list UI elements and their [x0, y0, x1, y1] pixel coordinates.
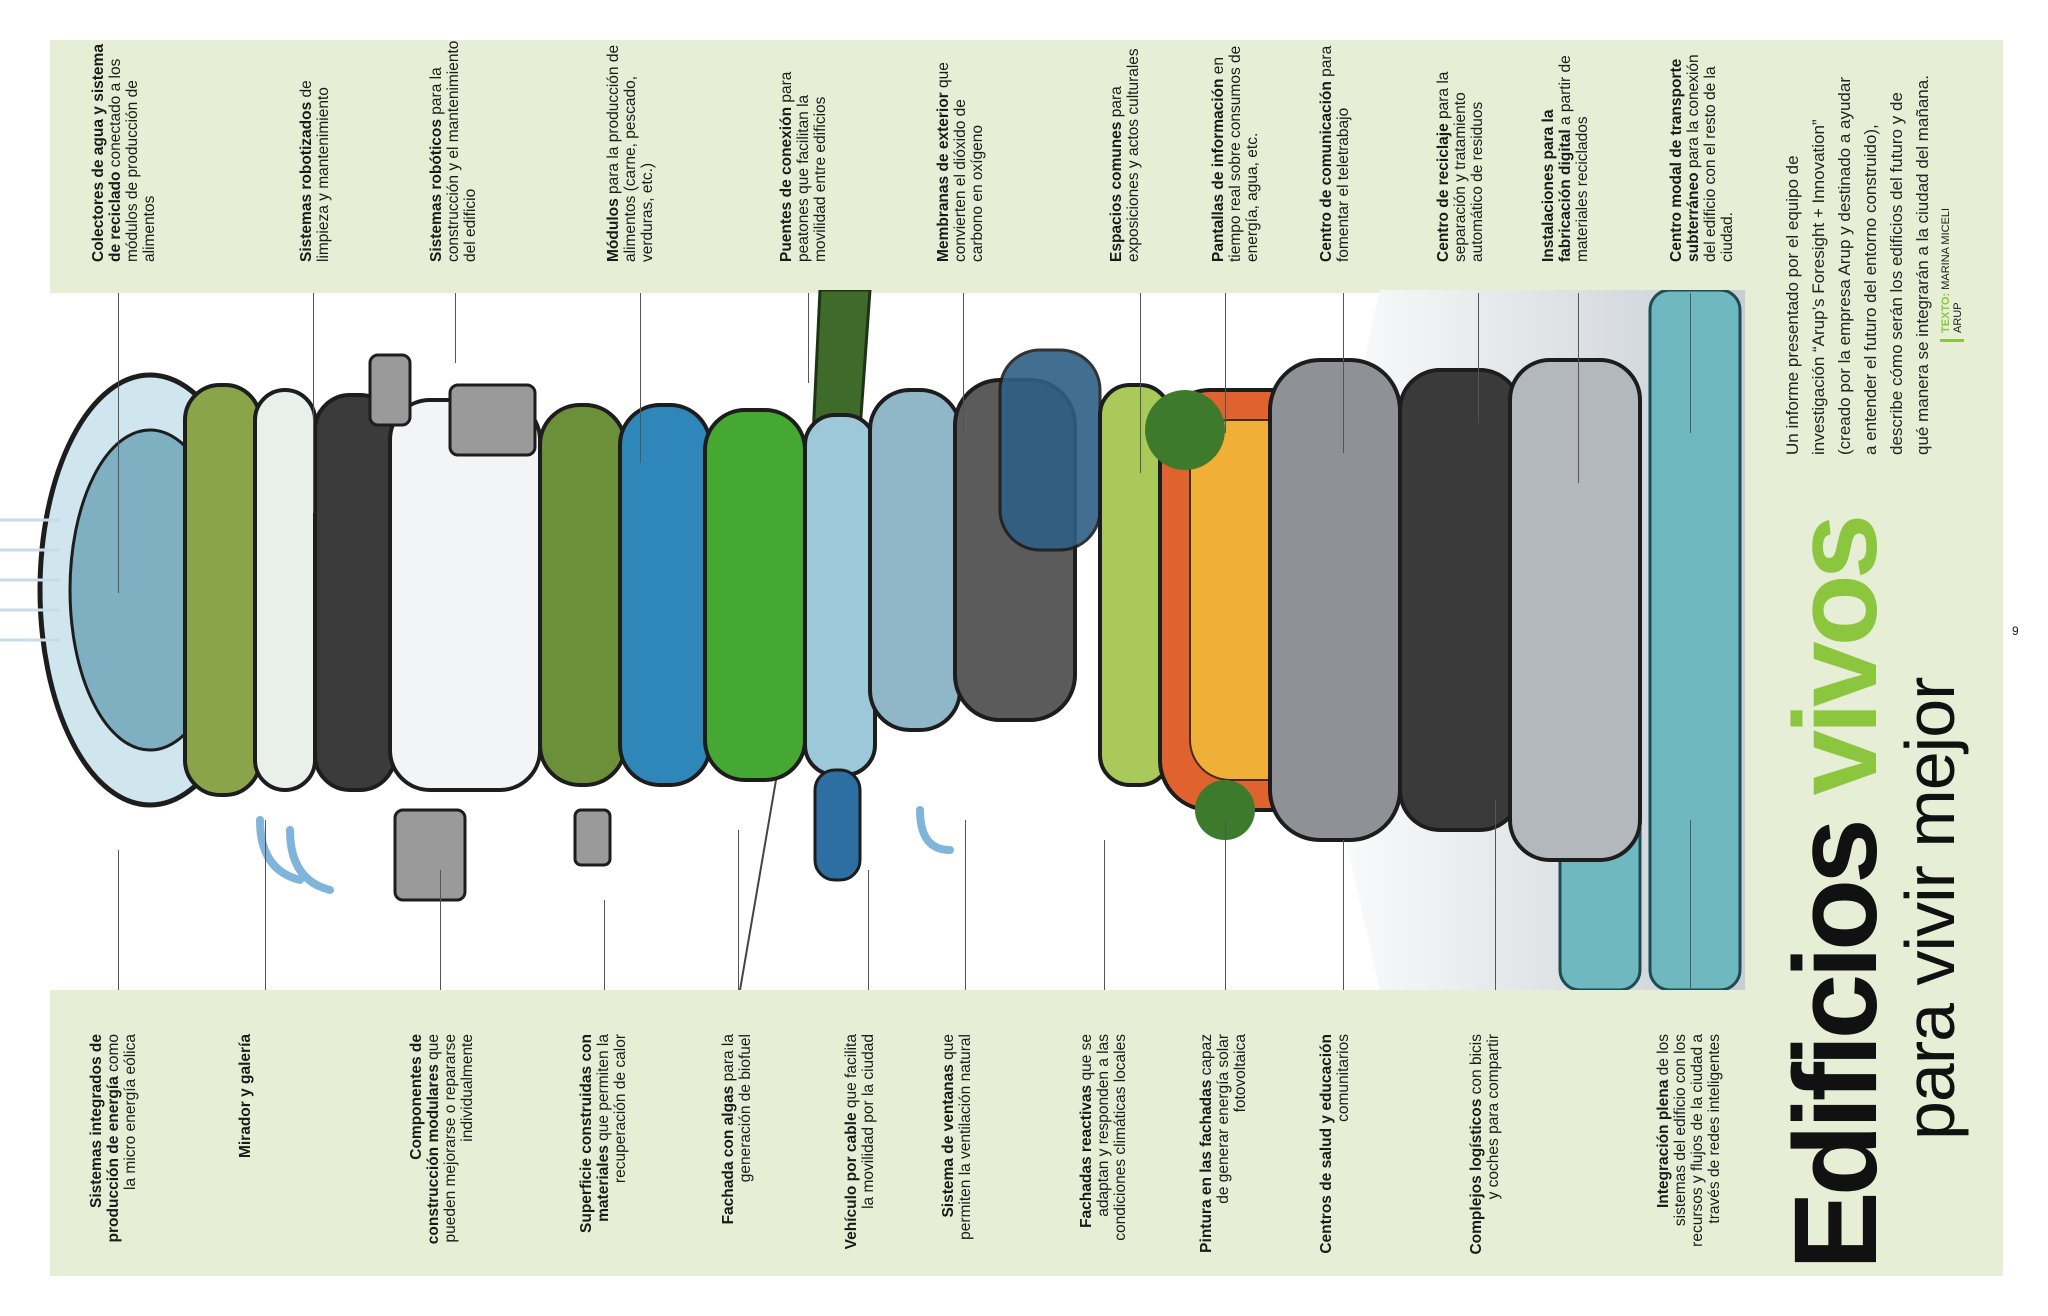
leader-line	[808, 293, 810, 383]
callout-window-system: Sistema de ventanas que permiten la vent…	[940, 1034, 974, 1240]
tree	[1145, 390, 1225, 470]
bottom-labels-panel	[50, 990, 2003, 1276]
callout-reactive-facades: Fachadas reactivas que se adaptan y resp…	[1078, 1034, 1129, 1241]
callout-algae-facade: Fachada con algas para la generación de …	[720, 1034, 754, 1225]
leader-line	[1495, 800, 1497, 990]
leader-line	[1690, 820, 1692, 990]
leader-line	[313, 293, 315, 513]
callout-common-spaces: Espacios comunes para exposiciones y act…	[1108, 48, 1142, 262]
callout-cleaning-robots: Sistemas robotizados de limpieza y mante…	[298, 80, 332, 262]
callout-health-education: Centros de salud y educación comunitario…	[1318, 1034, 1352, 1254]
callout-energy-systems: Sistemas integrados de producción de ene…	[88, 1034, 139, 1243]
callout-info-screens: Pantallas de información en tiempo real …	[1210, 45, 1261, 262]
leader-line	[118, 293, 120, 593]
leader-line	[1104, 840, 1106, 990]
callout-modular-components: Componentes de construcción modulares qu…	[408, 1034, 476, 1245]
callout-cable-vehicle: Vehículo por cable que facilita la movil…	[843, 1034, 877, 1250]
callout-heat-recovery-surfaces: Superficie construidas con materiales qu…	[578, 1034, 629, 1233]
leader-line	[868, 870, 870, 990]
callout-communication-center: Centro de comunicación para fomentar el …	[1318, 45, 1352, 262]
tower-segments	[37, 348, 1642, 862]
wind-streaks	[0, 518, 60, 642]
callout-pedestrian-bridges: Puentes de conexión para peatones que fa…	[778, 71, 829, 262]
cable-car-cabin	[813, 768, 862, 882]
callout-water-collectors: Colectores de agua y sistema de reciclad…	[90, 44, 158, 262]
leader-line	[118, 850, 120, 990]
leader-line	[963, 293, 965, 433]
title-panel	[1745, 40, 2003, 1276]
callout-full-integration: Integración plena de los sistemas del ed…	[1655, 1034, 1723, 1247]
leader-line	[1140, 293, 1142, 473]
callout-recycling-center: Centro de reciclaje para la separación y…	[1435, 71, 1486, 262]
transport-tube	[1648, 290, 1742, 990]
robot-arms	[368, 353, 612, 902]
leader-line	[1343, 293, 1345, 453]
leader-line	[738, 830, 740, 990]
callout-digital-fabrication: Instalaciones para la fabricación digita…	[1540, 55, 1591, 262]
leader-line	[1578, 293, 1580, 483]
callout-solar-paint: Pintura en las fachadas capaz de generar…	[1198, 1034, 1249, 1253]
leader-line	[965, 820, 967, 990]
leader-line	[1478, 293, 1480, 423]
callout-logistics: Complejos logísticos con bicis y coches …	[1468, 1034, 1502, 1255]
leader-line	[1690, 293, 1692, 433]
callout-transport-hub: Centro modal de transporte subterráneo p…	[1668, 54, 1736, 262]
callout-food-modules: Módulos para la producción de alimentos …	[605, 44, 656, 262]
leader-line	[1225, 820, 1227, 990]
page-subtitle: para vivir mejor	[1891, 677, 1969, 1140]
leader-line	[1343, 840, 1345, 990]
leader-line	[455, 293, 457, 363]
top-labels-panel	[50, 40, 2003, 293]
page-title: Edificios vivos	[1770, 518, 1902, 1270]
leader-line	[604, 900, 606, 990]
tower-illustration	[0, 290, 1745, 990]
callout-viewpoint-gallery: Mirador y galería	[237, 1034, 254, 1159]
page-number: 9	[2012, 624, 2019, 638]
callout-construction-robots: Sistemas robóticos para la construcción …	[428, 40, 479, 262]
callout-exterior-membranes: Membranas de exterior que convierten el …	[935, 62, 986, 262]
tree	[1195, 780, 1255, 840]
leader-line	[1225, 293, 1227, 433]
intro-paragraph: Un informe presentado por el equipo de i…	[1783, 75, 1932, 455]
leader-line	[640, 293, 642, 463]
airflow-arrows	[256, 806, 954, 894]
leader-line	[440, 870, 442, 990]
leader-line	[265, 820, 267, 990]
